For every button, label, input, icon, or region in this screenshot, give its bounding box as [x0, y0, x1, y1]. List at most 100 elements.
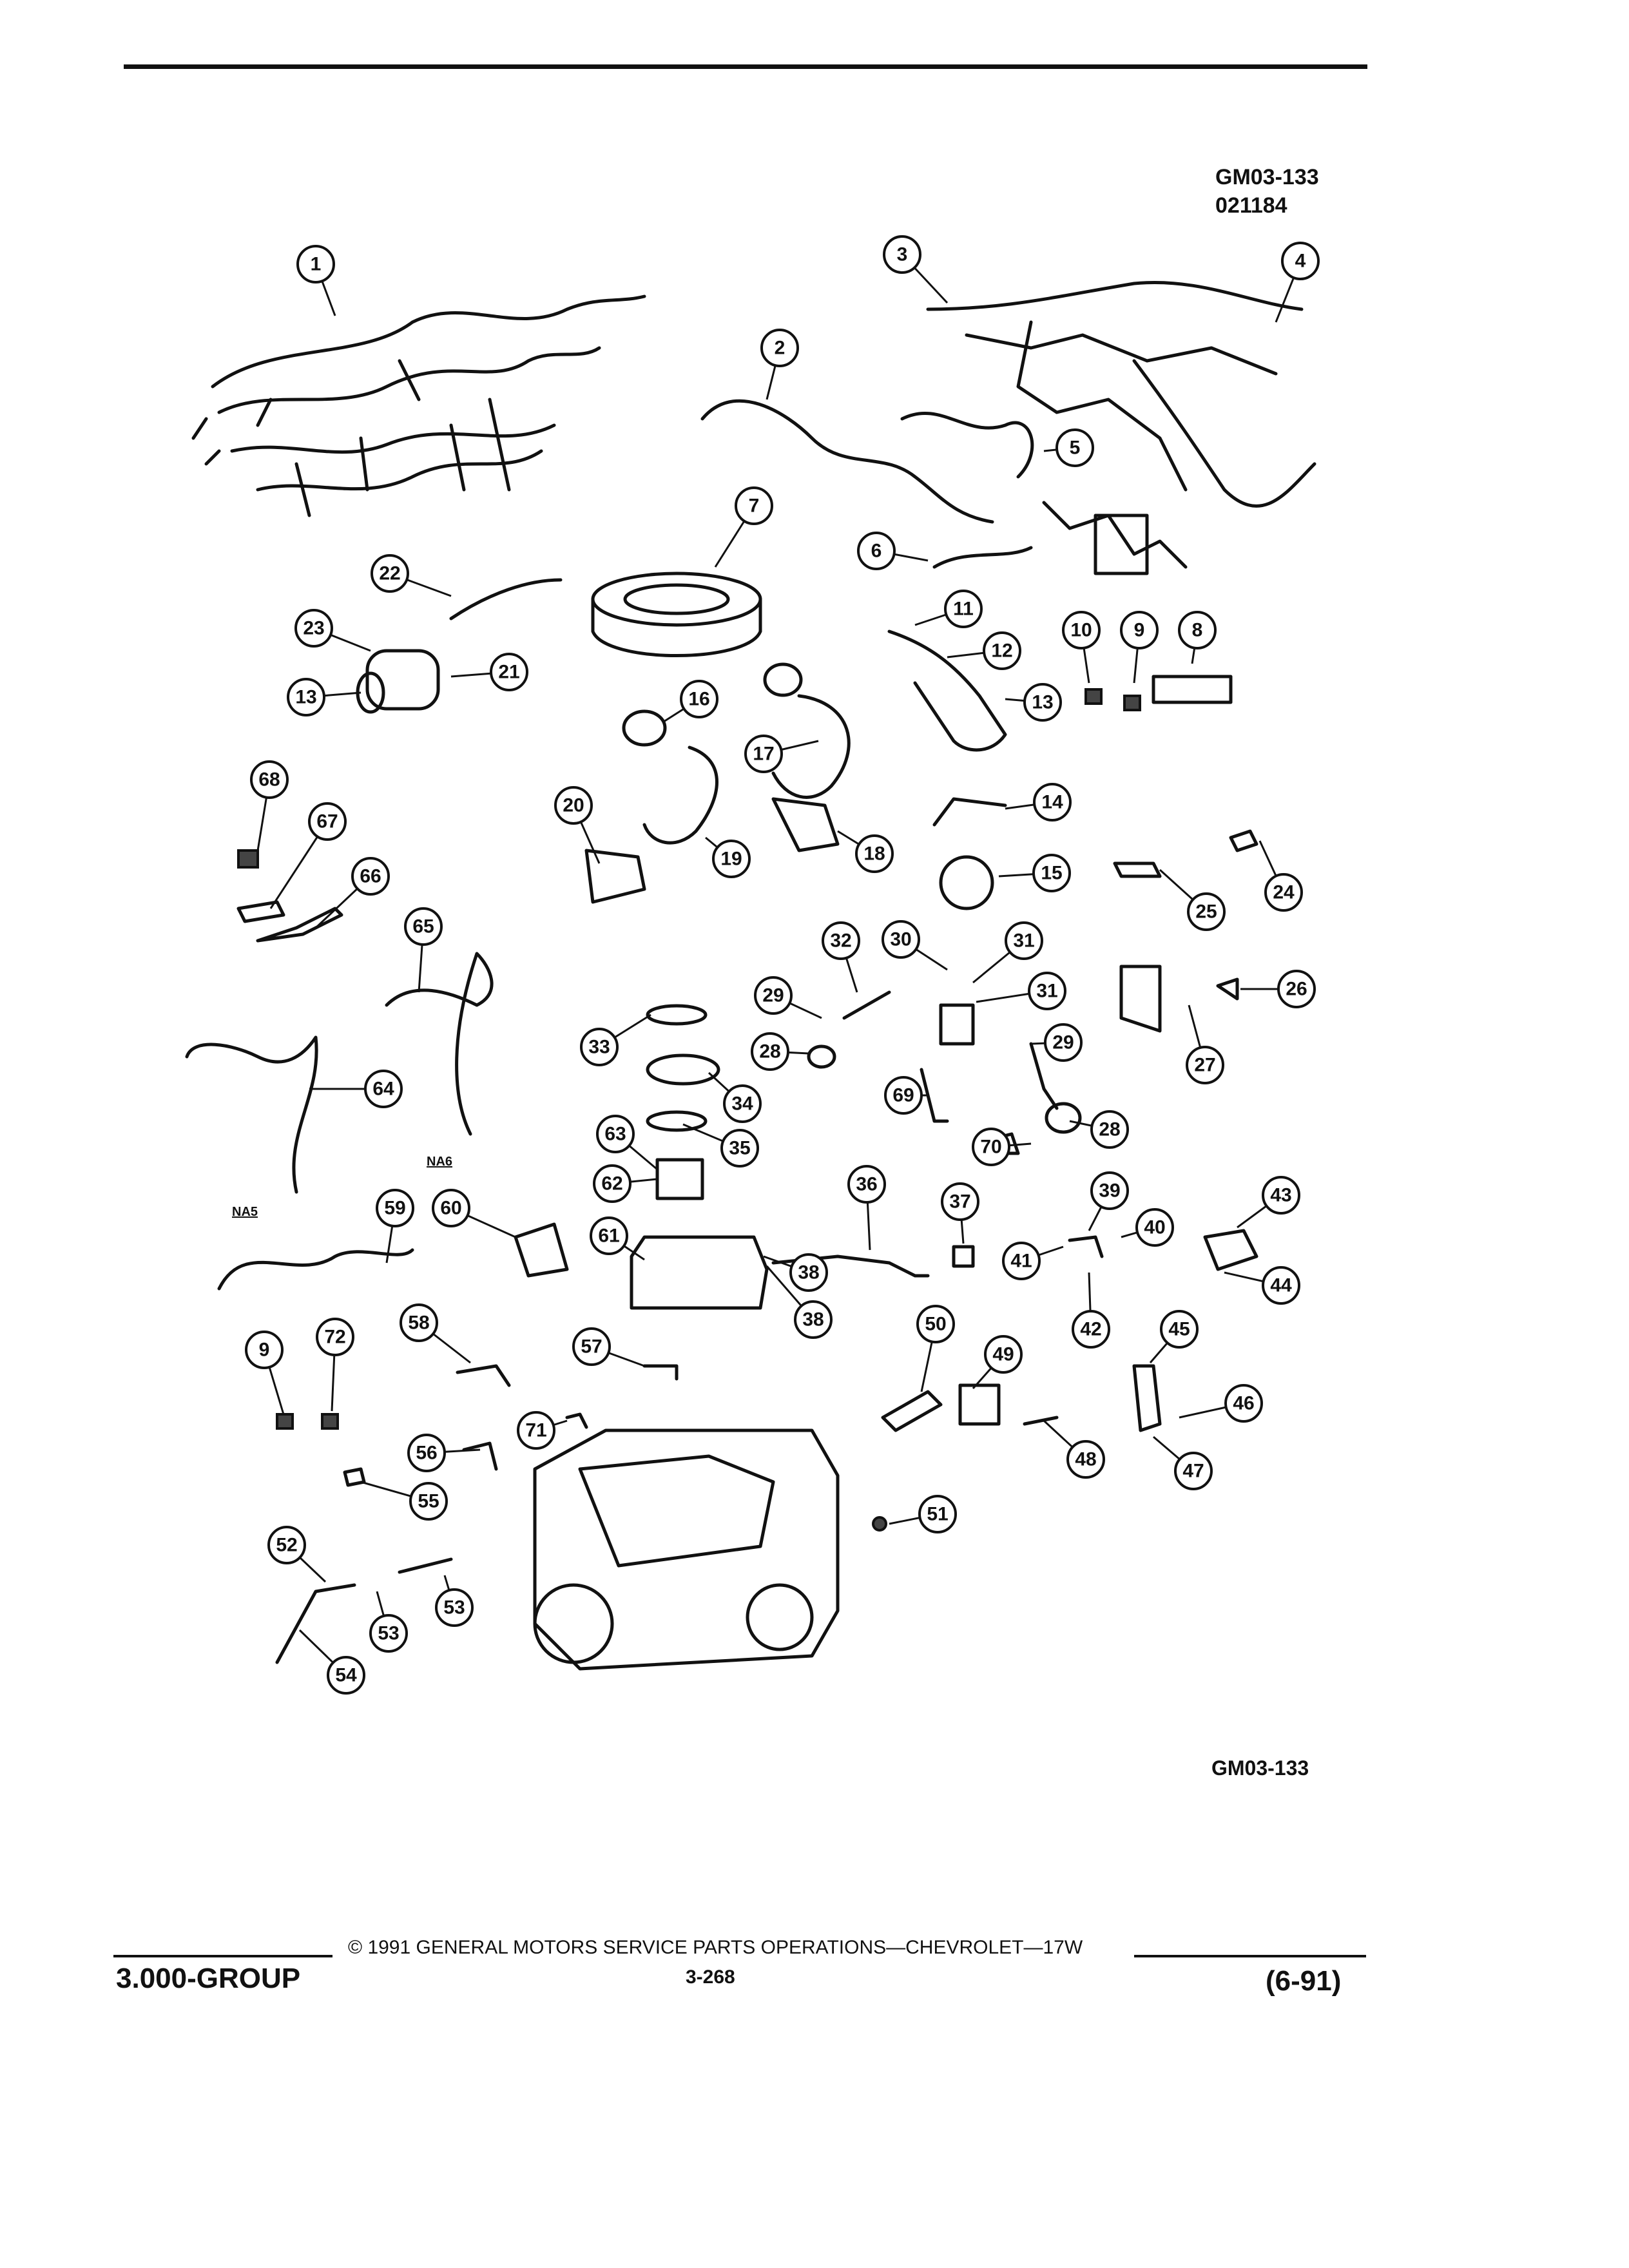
callout-72: 72: [316, 1318, 354, 1412]
callout-bubble: [944, 590, 983, 628]
callout-69: 69: [884, 1076, 928, 1115]
callout-number: 13: [295, 687, 316, 708]
egr-valve-63: [655, 1158, 704, 1200]
snorkel-20: [584, 849, 646, 904]
callout-number: 34: [731, 1093, 753, 1115]
callout-bubble: [327, 1656, 365, 1695]
fitting-38: [952, 1245, 975, 1268]
harness-connector: [932, 546, 1033, 569]
callout-number: 51: [927, 1504, 948, 1525]
callout-number: 45: [1168, 1319, 1190, 1340]
callout-32: 32: [822, 921, 860, 993]
callout-45: 45: [1149, 1310, 1199, 1363]
callout-number: 22: [379, 563, 400, 584]
callout-bubble: [983, 631, 1021, 670]
callout-bubble: [369, 1614, 408, 1653]
hose-33: [842, 990, 891, 1020]
sensor-72: [565, 1412, 588, 1429]
callout-number: 48: [1075, 1449, 1096, 1470]
relay-bracket: [1152, 675, 1233, 704]
callout-4: 4: [1275, 242, 1320, 323]
callout-bubble: [294, 609, 333, 648]
callout-5: 5: [1043, 428, 1094, 467]
callout-3: 3: [883, 235, 949, 304]
callout-number: 36: [856, 1174, 877, 1195]
callout-47: 47: [1153, 1436, 1213, 1490]
fuel-filter-46: [1132, 1364, 1162, 1432]
callout-64: 64: [309, 1070, 403, 1108]
header-date-code: 021184: [1215, 193, 1287, 218]
callout-20: 20: [554, 786, 601, 864]
callout-bubble: [590, 1216, 628, 1255]
callout-bubble: [1187, 892, 1226, 931]
callout-28: 28: [1069, 1110, 1129, 1149]
callout-bubble: [267, 1526, 306, 1564]
callout-bubble: [308, 802, 347, 841]
callout-number: 49: [992, 1344, 1014, 1365]
callout-bubble: [680, 680, 718, 718]
air-cleaner-assembly: [591, 572, 762, 657]
callout-number: 63: [604, 1124, 626, 1145]
callout-9: 9: [1120, 611, 1159, 684]
relay-9: [1123, 695, 1141, 711]
callout-19: 19: [705, 836, 751, 878]
callout-7: 7: [714, 486, 773, 568]
callout-number: 55: [418, 1491, 439, 1512]
callout-10: 10: [1062, 611, 1101, 684]
callout-bubble: [751, 1032, 789, 1071]
callout-number: 9: [1134, 620, 1145, 641]
callout-43: 43: [1237, 1176, 1300, 1229]
callout-number: 66: [360, 866, 381, 887]
callout-bubble: [287, 678, 325, 716]
callout-number: 20: [563, 795, 584, 816]
callout-51: 51: [889, 1495, 957, 1533]
callout-number: 39: [1099, 1180, 1120, 1202]
callout-number: 59: [384, 1198, 405, 1219]
tube-53: [275, 1583, 356, 1664]
hose-30: [1029, 1042, 1059, 1110]
callout-bubble: [1005, 921, 1043, 960]
callout-number: 15: [1041, 863, 1062, 884]
callout-number: 32: [830, 930, 851, 952]
callout-bubble: [857, 532, 896, 570]
callout-number: 41: [1010, 1251, 1032, 1272]
callout-number: 43: [1270, 1185, 1291, 1206]
bracket-44: [1203, 1229, 1258, 1271]
callout-bubble: [760, 329, 799, 367]
callout-bubble: [371, 554, 409, 593]
relay-9-lower: [321, 1413, 339, 1430]
callout-1: 1: [296, 245, 336, 316]
callout-number: 38: [798, 1262, 819, 1283]
callout-bubble: [1135, 1208, 1174, 1247]
callout-bubble: [245, 1331, 284, 1369]
callout-number: 70: [980, 1137, 1001, 1158]
callout-54: 54: [298, 1629, 365, 1695]
vacuum-fitting-40: [1068, 1235, 1104, 1258]
link-49: [1023, 1416, 1059, 1426]
callout-36: 36: [847, 1165, 886, 1251]
callout-number: 58: [408, 1312, 429, 1334]
callout-number: 2: [775, 338, 786, 359]
callout-bubble: [1277, 970, 1316, 1008]
callout-13: 13: [287, 678, 361, 716]
callout-number: 57: [581, 1336, 602, 1358]
pcv-valve-32: [939, 1003, 975, 1046]
callout-bubble: [855, 834, 894, 873]
copyright-line: © 1991 GENERAL MOTORS SERVICE PARTS OPER…: [348, 1937, 1083, 1958]
sensor-59: [456, 1364, 511, 1387]
callout-bubble: [1281, 242, 1320, 280]
callout-bubble: [1224, 1384, 1263, 1423]
callout-11: 11: [914, 590, 983, 628]
callout-bubble: [822, 921, 860, 960]
callout-bubble: [596, 1115, 635, 1153]
callout-number: 67: [316, 811, 338, 832]
callout-number: 9: [259, 1340, 270, 1361]
callout-35: 35: [682, 1123, 759, 1168]
callout-number: 17: [753, 744, 774, 765]
gasket-34: [646, 1004, 708, 1026]
callout-number: 56: [416, 1443, 437, 1464]
callout-number: 30: [890, 929, 911, 950]
callout-bubble: [1028, 972, 1066, 1010]
callout-65: 65: [404, 907, 443, 993]
